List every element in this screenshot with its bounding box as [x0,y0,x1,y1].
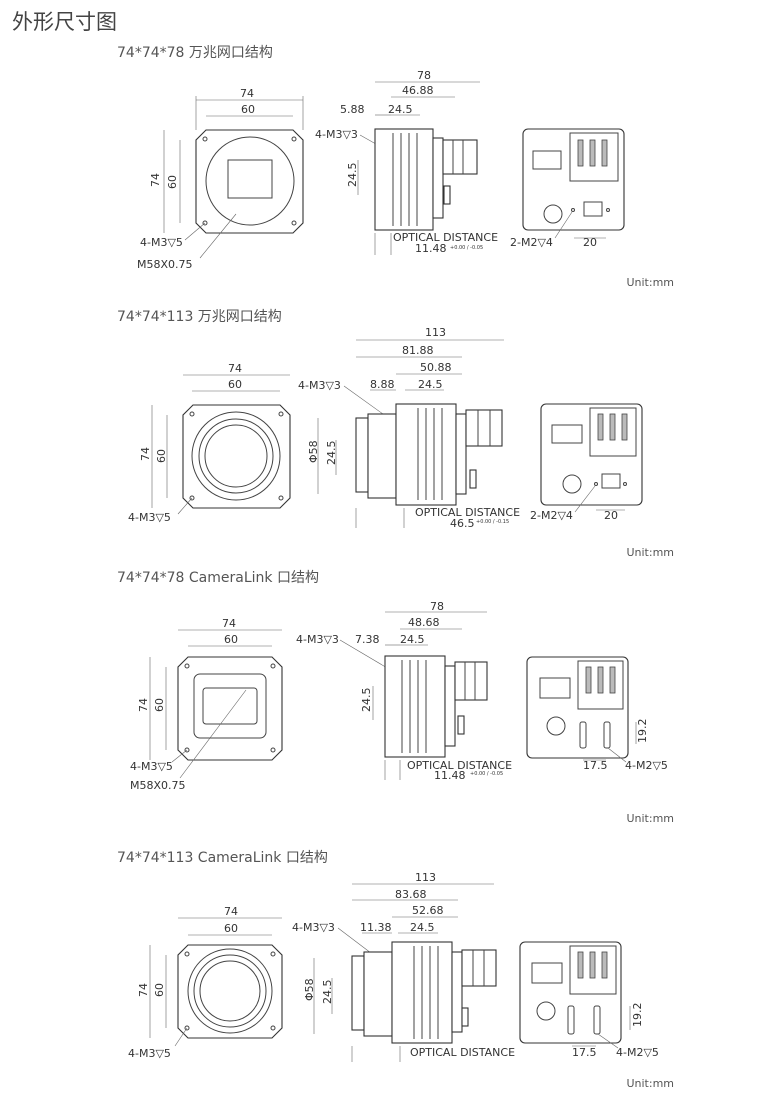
note-screw: 4-M3▽3 [298,379,341,392]
optical-label: OPTICAL DISTANCE [410,1046,515,1059]
dim-inner-height: 60 [155,449,168,463]
dim-d1: 81.88 [402,344,434,357]
dim-vertical: 24.5 [360,688,373,713]
side-view: 113 83.68 52.68 11.38 24.5 4-M3▽3 Φ58 24… [292,871,515,1062]
optical-distance: 11.48 [415,242,447,255]
back-view: 17.5 19.2 4-M2▽5 [526,656,668,772]
section-title: 74*74*113 万兆网口结构 [117,309,282,325]
note-back: 4-M2▽5 [616,1046,659,1059]
tolerance: +0.00 / -0.15 [476,519,509,525]
dim-inner-width: 60 [228,378,242,391]
unit-label: Unit:mm [626,1077,674,1090]
tolerance: +0.00 / -0.05 [470,771,503,777]
drawing-78-gige: 74 60 74 60 4-M3▽5 M58X0.75 78 46.88 5.8… [137,69,625,271]
unit-label: Unit:mm [626,812,674,825]
dim-overall: 113 [415,871,436,884]
note-thread: M58X0.75 [137,258,193,271]
dim-overall: 113 [425,326,446,339]
dim-height: 74 [137,983,150,997]
dim-diameter: Φ58 [303,978,316,1001]
dim-d1: 48.68 [408,616,440,629]
dim-d3: 8.88 [370,378,395,391]
note-screw: 4-M3▽5 [128,511,171,524]
optical-distance: 46.5 [450,517,475,530]
dim-d3: 24.5 [388,103,413,116]
dim-d2: 5.88 [340,103,365,116]
dim-back-1: 17.5 [583,759,608,772]
note-back: 2-M2▽4 [510,236,553,249]
dim-vertical: 24.5 [321,980,334,1005]
dim-height: 74 [139,447,152,461]
dim-d1: 83.68 [395,888,427,901]
optical-label: OPTICAL DISTANCE [407,759,512,772]
dim-back-2: 19.2 [636,719,649,744]
dim-height: 74 [149,173,162,187]
dim-inner-height: 60 [166,175,179,189]
note-screw: 4-M3▽3 [292,921,335,934]
front-view: 74 60 74 60 4-M3▽5 [128,905,283,1060]
note-thread: M58X0.75 [130,779,186,792]
dim-width: 74 [222,617,236,630]
back-view: 2-M2▽4 20 [510,128,625,249]
dim-d2: 52.68 [412,904,444,917]
note-screw: 4-M3▽5 [130,760,173,773]
front-view: 74 60 74 60 4-M3▽5 M58X0.75 [137,87,304,271]
dim-width: 74 [224,905,238,918]
note-screw: 4-M3▽3 [296,633,339,646]
unit-label: Unit:mm [626,276,674,289]
dim-inner-width: 60 [224,922,238,935]
optical-label: OPTICAL DISTANCE [415,506,520,519]
tolerance: +0.00 / -0.05 [450,245,483,251]
dim-d3: 11.38 [360,921,392,934]
optical-label: OPTICAL DISTANCE [393,231,498,244]
dim-back: 20 [583,236,597,249]
section-title: 74*74*113 CameraLink 口结构 [117,850,328,866]
section-title: 74*74*78 CameraLink 口结构 [117,570,319,586]
side-view: 113 81.88 50.88 8.88 24.5 4-M3▽3 Φ58 24.… [298,326,520,530]
note-screw: 4-M3▽5 [128,1047,171,1060]
dim-width: 74 [240,87,254,100]
section-title: 74*74*78 万兆网口结构 [117,45,273,61]
dim-inner-height: 60 [153,983,166,997]
back-view: 17.5 19.2 4-M2▽5 [519,941,659,1059]
side-view: 78 48.68 7.38 24.5 4-M3▽3 24.5 OPTICAL D… [296,600,512,782]
front-view: 74 60 74 60 4-M3▽5 M58X0.75 [130,617,283,792]
note-screw: 4-M3▽5 [140,236,183,249]
front-view: 74 60 74 60 4-M3▽5 [128,362,291,524]
dim-d2: 7.38 [355,633,380,646]
dim-inner-height: 60 [153,698,166,712]
dim-inner-width: 60 [241,103,255,116]
dim-width: 74 [228,362,242,375]
dim-diameter: Φ58 [307,440,320,463]
dim-d1: 46.88 [402,84,434,97]
note-back: 2-M2▽4 [530,509,573,522]
dim-vertical: 24.5 [325,441,338,466]
note-back: 4-M2▽5 [625,759,668,772]
note-screw: 4-M3▽3 [315,128,358,141]
dim-d3: 24.5 [400,633,425,646]
drawing-113-gige: 74 60 74 60 4-M3▽5 113 81.88 50.88 8.88 [128,326,643,530]
dim-back-1: 17.5 [572,1046,597,1059]
dim-vertical: 24.5 [346,163,359,188]
dim-d4: 24.5 [410,921,435,934]
optical-distance: 11.48 [434,769,466,782]
dim-back-2: 19.2 [631,1003,644,1028]
dim-d2: 50.88 [420,361,452,374]
dim-height: 74 [137,698,150,712]
dim-overall: 78 [430,600,444,613]
drawing-78-cameralink: 74 60 74 60 4-M3▽5 M58X0.75 78 48.68 7.3… [130,600,668,792]
side-view: 78 46.88 5.88 24.5 4-M3▽3 24.5 OPTICAL D… [315,69,498,255]
dim-inner-width: 60 [224,633,238,646]
back-view: 2-M2▽4 20 [530,403,643,522]
dim-back: 20 [604,509,618,522]
dim-overall: 78 [417,69,431,82]
dim-d4: 24.5 [418,378,443,391]
page-title: 外形尺寸图 [12,10,117,34]
unit-label: Unit:mm [626,546,674,559]
